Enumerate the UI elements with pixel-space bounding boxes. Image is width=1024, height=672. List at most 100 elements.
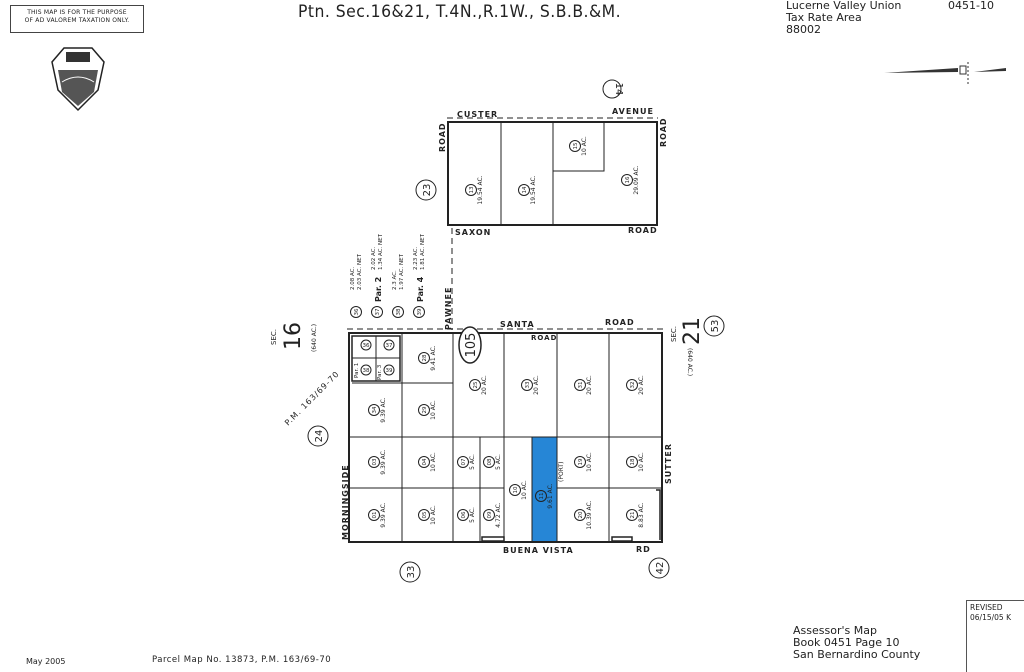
side-note-parcel-36: 36 2.08 AC.2.03 AC. NET: [350, 253, 363, 318]
parcel-acreage: 10 AC.: [430, 505, 437, 525]
road-label-avenue: AVENUE: [612, 107, 654, 116]
par-label: Par. 4: [416, 276, 425, 302]
road-label: ROAD: [628, 226, 658, 235]
page-ref[interactable]: 33: [406, 566, 417, 579]
road-label-buena-vista: BUENA VISTA: [503, 546, 574, 555]
parcel-acreage: 29.09 AC.: [633, 165, 640, 194]
parcel-acreage: 9.39 AC.: [380, 397, 387, 422]
parcel-number-circle: [574, 456, 586, 468]
assessor-line: Assessor's Map: [793, 624, 877, 637]
parcel-number: 32: [630, 382, 636, 389]
road-label: ROAD: [531, 334, 557, 342]
parcel-number: 16: [625, 176, 631, 183]
parcel-number: 14: [522, 186, 528, 193]
parcel-number-circle: [465, 184, 477, 196]
road-label: ROAD: [605, 318, 635, 327]
parcel-acreage: 19.54 AC.: [477, 175, 484, 204]
parcel-number-circle: [483, 509, 495, 521]
net-acreage: 1.81 AC. NET: [420, 233, 426, 270]
road-label-custer: CUSTER: [457, 110, 498, 119]
parcel-number-circle: [535, 490, 547, 502]
parcel-number-circle: [574, 509, 586, 521]
road-label: RD: [636, 545, 651, 554]
page-ref[interactable]: 42: [655, 562, 666, 575]
parcel-acreage: 8.83 AC.: [638, 502, 645, 527]
parcel-acreage: 10 AC.: [430, 452, 437, 472]
parcel-number: 38: [363, 368, 370, 374]
parcel-number-circle: [368, 456, 380, 468]
page-ref[interactable]: 14: [613, 83, 624, 96]
section-16-label: SEC. 16 (640 AC.): [270, 322, 318, 352]
district-name: Lucerne Valley Union: [786, 0, 902, 12]
page-ref[interactable]: 24: [314, 430, 325, 443]
parcel-number-circle: [521, 379, 533, 391]
disclaimer-line: OF AD VALOREM TAXATION ONLY.: [24, 17, 130, 24]
parcel-number-circle: [574, 379, 586, 391]
svg-text:SEC.: SEC.: [670, 326, 678, 342]
parcel-acreage: 19.54 AC.: [530, 175, 537, 204]
parcel-number: 36: [354, 308, 360, 315]
parcel-number-circle: [626, 456, 638, 468]
gross-acreage: 2.23 AC.: [413, 246, 419, 270]
page-ref[interactable]: 53: [710, 320, 721, 333]
tra-label: Tax Rate Area: [786, 11, 862, 24]
parcel-number: 38: [396, 308, 402, 315]
road-label-santa: SANTA: [500, 320, 535, 329]
parcel-acreage: 5 AC.: [469, 507, 476, 523]
parcel-number-circle: [418, 404, 430, 416]
parcel-number: 15: [573, 142, 579, 149]
parcel-number: 39: [386, 368, 393, 374]
parcel-number-circle: [483, 456, 495, 468]
map-date: May 2005: [26, 657, 66, 666]
gross-acreage: 2.02 AC.: [371, 246, 377, 270]
parcel-number-circle: [626, 509, 638, 521]
parcel-number: 05: [422, 511, 428, 518]
parcel-number-circle: [569, 140, 581, 152]
net-acreage: 2.03 AC. NET: [357, 253, 363, 290]
parcel-number-circle: [368, 404, 380, 416]
page-ref[interactable]: 23: [422, 184, 433, 197]
upper-block: [447, 117, 658, 330]
parcel-number-circle: [368, 509, 380, 521]
revised-date: 06/15/05 K: [970, 613, 1011, 622]
gross-acreage: 2.3 AC.: [392, 270, 398, 290]
parcel-number: 31: [578, 382, 584, 389]
port-note: (PORT): [558, 462, 565, 482]
highlighted-parcel[interactable]: [532, 437, 557, 542]
parcel-number-circle: [457, 509, 469, 521]
parcel-number: 34: [372, 406, 378, 413]
page-ref[interactable]: 105: [464, 333, 479, 358]
parcel-number: 33: [525, 381, 531, 388]
gross-acreage: 2.08 AC.: [350, 266, 356, 290]
parcel-number: 21: [630, 512, 636, 519]
parcel-acreage: 10 AC.: [430, 400, 437, 420]
parcel-number: 20: [578, 511, 584, 518]
